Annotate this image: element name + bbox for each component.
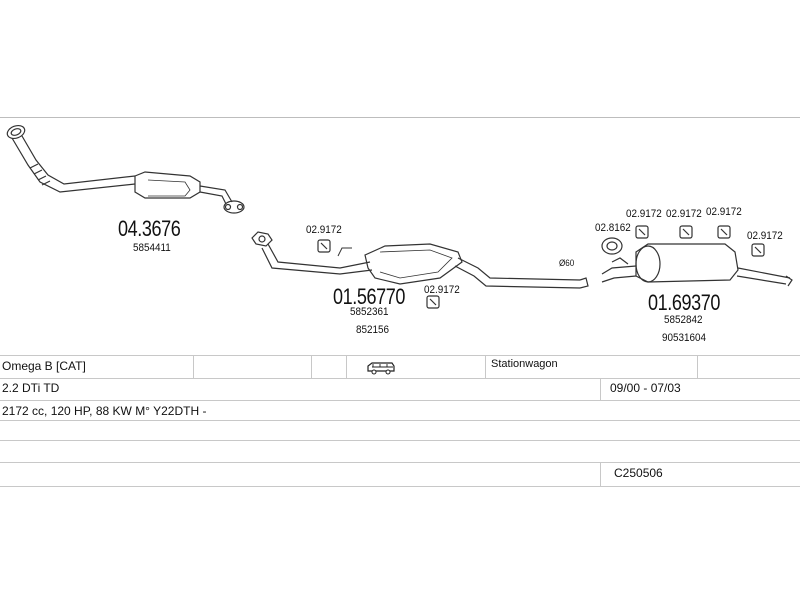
clamp-code-rear-b: 02.9172	[666, 208, 702, 220]
vehicle-specs: 2172 cc, 120 HP, 88 KW M° Y22DTH -	[2, 404, 207, 418]
part-code-catalyst: 04.3676	[118, 216, 181, 241]
rear-silencer-part	[601, 225, 793, 287]
vehicle-engine: 2.2 DTi TD	[2, 381, 60, 395]
clamp-code-front: 02.9172	[306, 224, 342, 236]
front-silencer-part	[251, 231, 589, 309]
vehicle-years: 09/00 - 07/03	[610, 381, 681, 395]
catalogue-reference: C250506	[614, 466, 663, 480]
oem-number-rear-silencer-1: 5852842	[664, 314, 703, 326]
part-code-front-silencer: 01.56770	[333, 284, 405, 309]
clamp-code-rear-a: 02.9172	[626, 208, 662, 220]
vehicle-model: Omega B [CAT]	[2, 359, 86, 373]
oem-number-front-silencer-1: 5852361	[350, 306, 389, 318]
oem-number-rear-silencer-2: 90531604	[662, 332, 707, 344]
clamp-code-front-2: 02.9172	[424, 284, 460, 296]
catalytic-converter-part	[6, 124, 245, 214]
station-wagon-icon	[366, 361, 396, 380]
part-code-rear-silencer: 01.69370	[648, 290, 720, 315]
clamp-code-rear-c: 02.9172	[706, 206, 742, 218]
gasket-code-rear: 02.8162	[595, 222, 631, 234]
pipe-diameter-label: Ø60	[559, 258, 575, 268]
oem-number-catalyst: 5854411	[133, 242, 171, 254]
oem-number-front-silencer-2: 852156	[356, 324, 390, 336]
top-frame-line	[0, 117, 800, 118]
vehicle-body-type: Stationwagon	[491, 358, 558, 370]
clamp-code-rear-d: 02.9172	[747, 230, 783, 242]
exhaust-system-diagram	[6, 124, 793, 309]
